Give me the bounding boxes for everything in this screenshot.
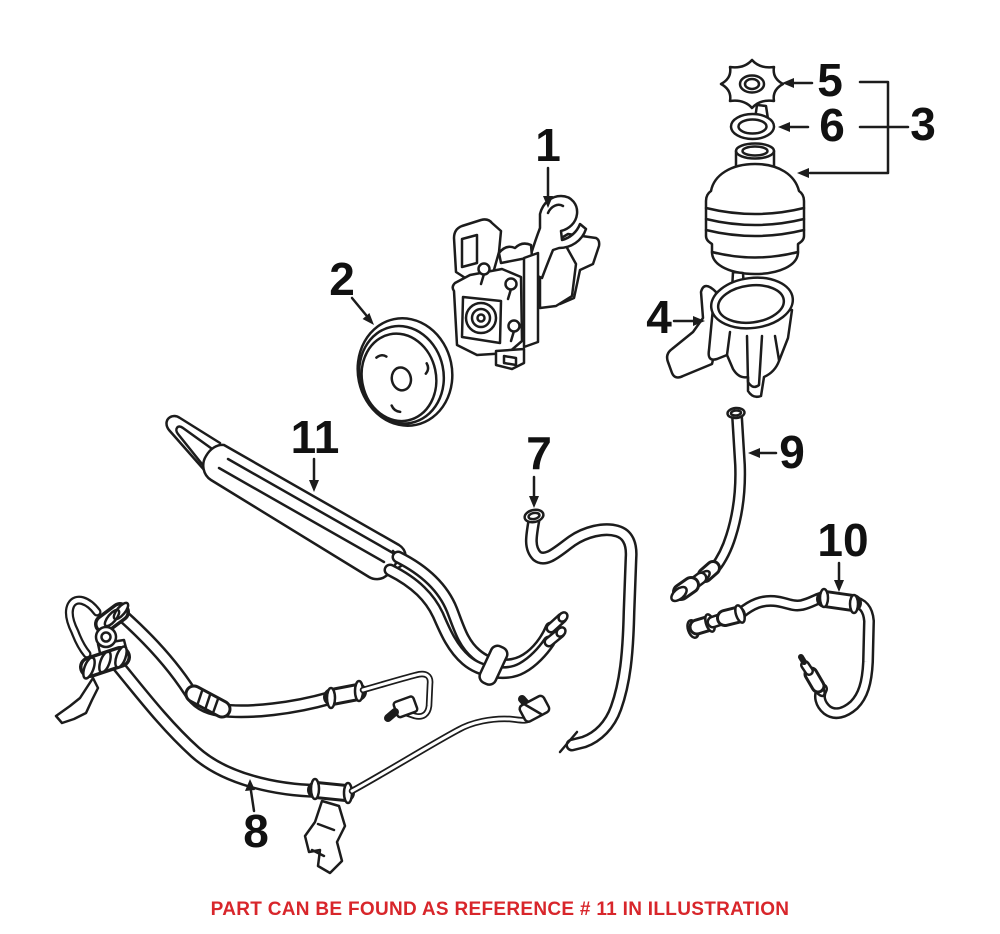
- callout-4-label: 4: [646, 291, 672, 343]
- part-pulley: [356, 317, 454, 427]
- part-hose-assembly-8: [54, 595, 551, 875]
- reference-note: PART CAN BE FOUND AS REFERENCE # 11 IN I…: [210, 899, 790, 920]
- part-hose-10: [686, 587, 875, 720]
- callout-4: 4: [646, 291, 705, 343]
- callout-8-arrow: [249, 789, 256, 813]
- part-reservoir-bracket: [665, 276, 795, 399]
- callout-3-label: 3: [910, 98, 936, 150]
- callout-6-label: 6: [819, 99, 845, 151]
- callout-11: 11: [291, 411, 340, 492]
- callout-2-label: 2: [329, 253, 355, 305]
- part-hose-7: [523, 508, 638, 754]
- callout-3-bracket: [808, 80, 910, 175]
- callout-3: 3: [797, 80, 936, 178]
- callout-11-label: 11: [291, 411, 340, 463]
- callout-6: 6: [778, 99, 845, 151]
- callout-5: 5: [782, 54, 843, 106]
- callout-5-label: 5: [817, 54, 843, 106]
- callout-8: 8: [243, 779, 269, 857]
- part-oring: [729, 112, 776, 141]
- callout-9-label: 9: [779, 426, 805, 478]
- callout-10: 10: [817, 514, 869, 592]
- part-cooler-line: [165, 414, 569, 686]
- callout-9: 9: [748, 426, 805, 478]
- part-reservoir-cap: [719, 58, 785, 126]
- callout-8-label: 8: [243, 805, 269, 857]
- callout-1-label: 1: [535, 119, 561, 171]
- callout-2: 2: [329, 253, 374, 325]
- callout-10-label: 10: [817, 514, 868, 566]
- part-pump: [451, 194, 601, 371]
- part-hose-9: [670, 406, 747, 603]
- callout-7-label: 7: [526, 427, 552, 479]
- callout-7: 7: [526, 427, 552, 508]
- callout-1: 1: [535, 119, 561, 208]
- part-reservoir: [704, 142, 806, 298]
- callout-2-arrow: [350, 296, 368, 317]
